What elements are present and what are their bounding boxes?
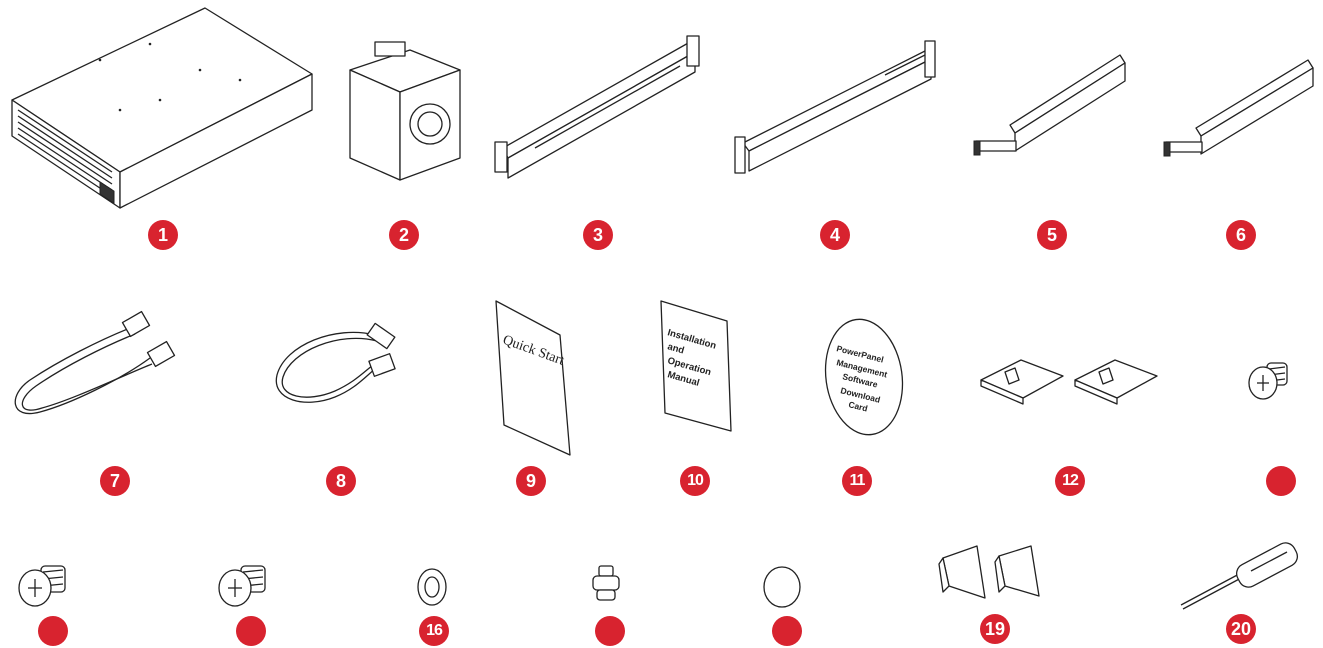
badge-20: 20 xyxy=(1226,614,1256,644)
item-power-cord xyxy=(265,305,415,425)
manual-icon: Installation and Operation Manual xyxy=(660,300,732,432)
badge-19: 19 xyxy=(980,614,1010,644)
item-manual: Installation and Operation Manual xyxy=(655,295,745,435)
item-screw-a xyxy=(1245,355,1295,405)
washer-icon xyxy=(417,568,447,606)
battery-module-icon xyxy=(349,41,461,181)
item-foot-brackets xyxy=(935,540,1055,610)
rail-short-icon xyxy=(973,54,1126,156)
item-mounting-brackets xyxy=(975,350,1175,410)
badge-12: 12 xyxy=(1055,466,1085,496)
rail-short-icon xyxy=(1163,59,1314,157)
item-quick-start-guide: Quick Start xyxy=(490,295,580,460)
item-rail-short-b xyxy=(1160,50,1320,180)
foot-pad-icon xyxy=(763,566,801,608)
badge-8: 8 xyxy=(326,466,356,496)
badge-9: 9 xyxy=(516,466,546,496)
rail-long-icon xyxy=(494,35,700,179)
card-line-5: Card xyxy=(848,399,869,413)
badge-3: 3 xyxy=(583,220,613,250)
badge-15 xyxy=(236,616,266,646)
foot-bracket-pair-icon xyxy=(938,545,1040,599)
power-cord-icon xyxy=(275,322,396,403)
item-ups-unit xyxy=(0,0,320,220)
cage-nut-icon xyxy=(592,565,620,601)
badge-6: 6 xyxy=(1226,220,1256,250)
item-screwdriver xyxy=(1175,535,1315,615)
screw-icon xyxy=(218,565,266,607)
network-cable-icon xyxy=(14,310,176,415)
item-foot-pad xyxy=(760,565,805,610)
ups-unit-icon xyxy=(11,7,313,209)
rail-long-icon xyxy=(734,40,936,174)
badge-14 xyxy=(38,616,68,646)
badge-10: 10 xyxy=(680,466,710,496)
item-rail-long-a xyxy=(494,30,705,180)
badge-13 xyxy=(1266,466,1296,496)
item-screw-c xyxy=(215,560,275,610)
badge-1: 1 xyxy=(148,220,178,250)
item-cage-nut xyxy=(585,562,625,607)
screwdriver-icon xyxy=(1180,542,1299,610)
badge-16: 16 xyxy=(419,616,449,646)
screw-icon xyxy=(18,565,66,607)
badge-11: 11 xyxy=(842,466,872,496)
item-network-cable xyxy=(0,300,200,430)
item-washer xyxy=(410,565,450,610)
manual-line-2: and xyxy=(666,341,685,356)
badge-17 xyxy=(595,616,625,646)
item-battery-module xyxy=(340,40,470,190)
item-software-card: PowerPanel Management Software Download … xyxy=(820,315,910,440)
mounting-bracket-pair-icon xyxy=(980,359,1158,405)
quick-start-guide-icon: Quick Start xyxy=(495,300,571,456)
badge-18 xyxy=(772,616,802,646)
item-screw-b xyxy=(15,560,75,610)
badge-5: 5 xyxy=(1037,220,1067,250)
badge-7: 7 xyxy=(100,466,130,496)
screw-icon xyxy=(1248,362,1288,400)
badge-4: 4 xyxy=(820,220,850,250)
item-rail-short-a xyxy=(970,45,1140,175)
software-card-icon: PowerPanel Management Software Download … xyxy=(824,318,904,436)
badge-2: 2 xyxy=(389,220,419,250)
item-rail-long-b xyxy=(734,35,945,185)
